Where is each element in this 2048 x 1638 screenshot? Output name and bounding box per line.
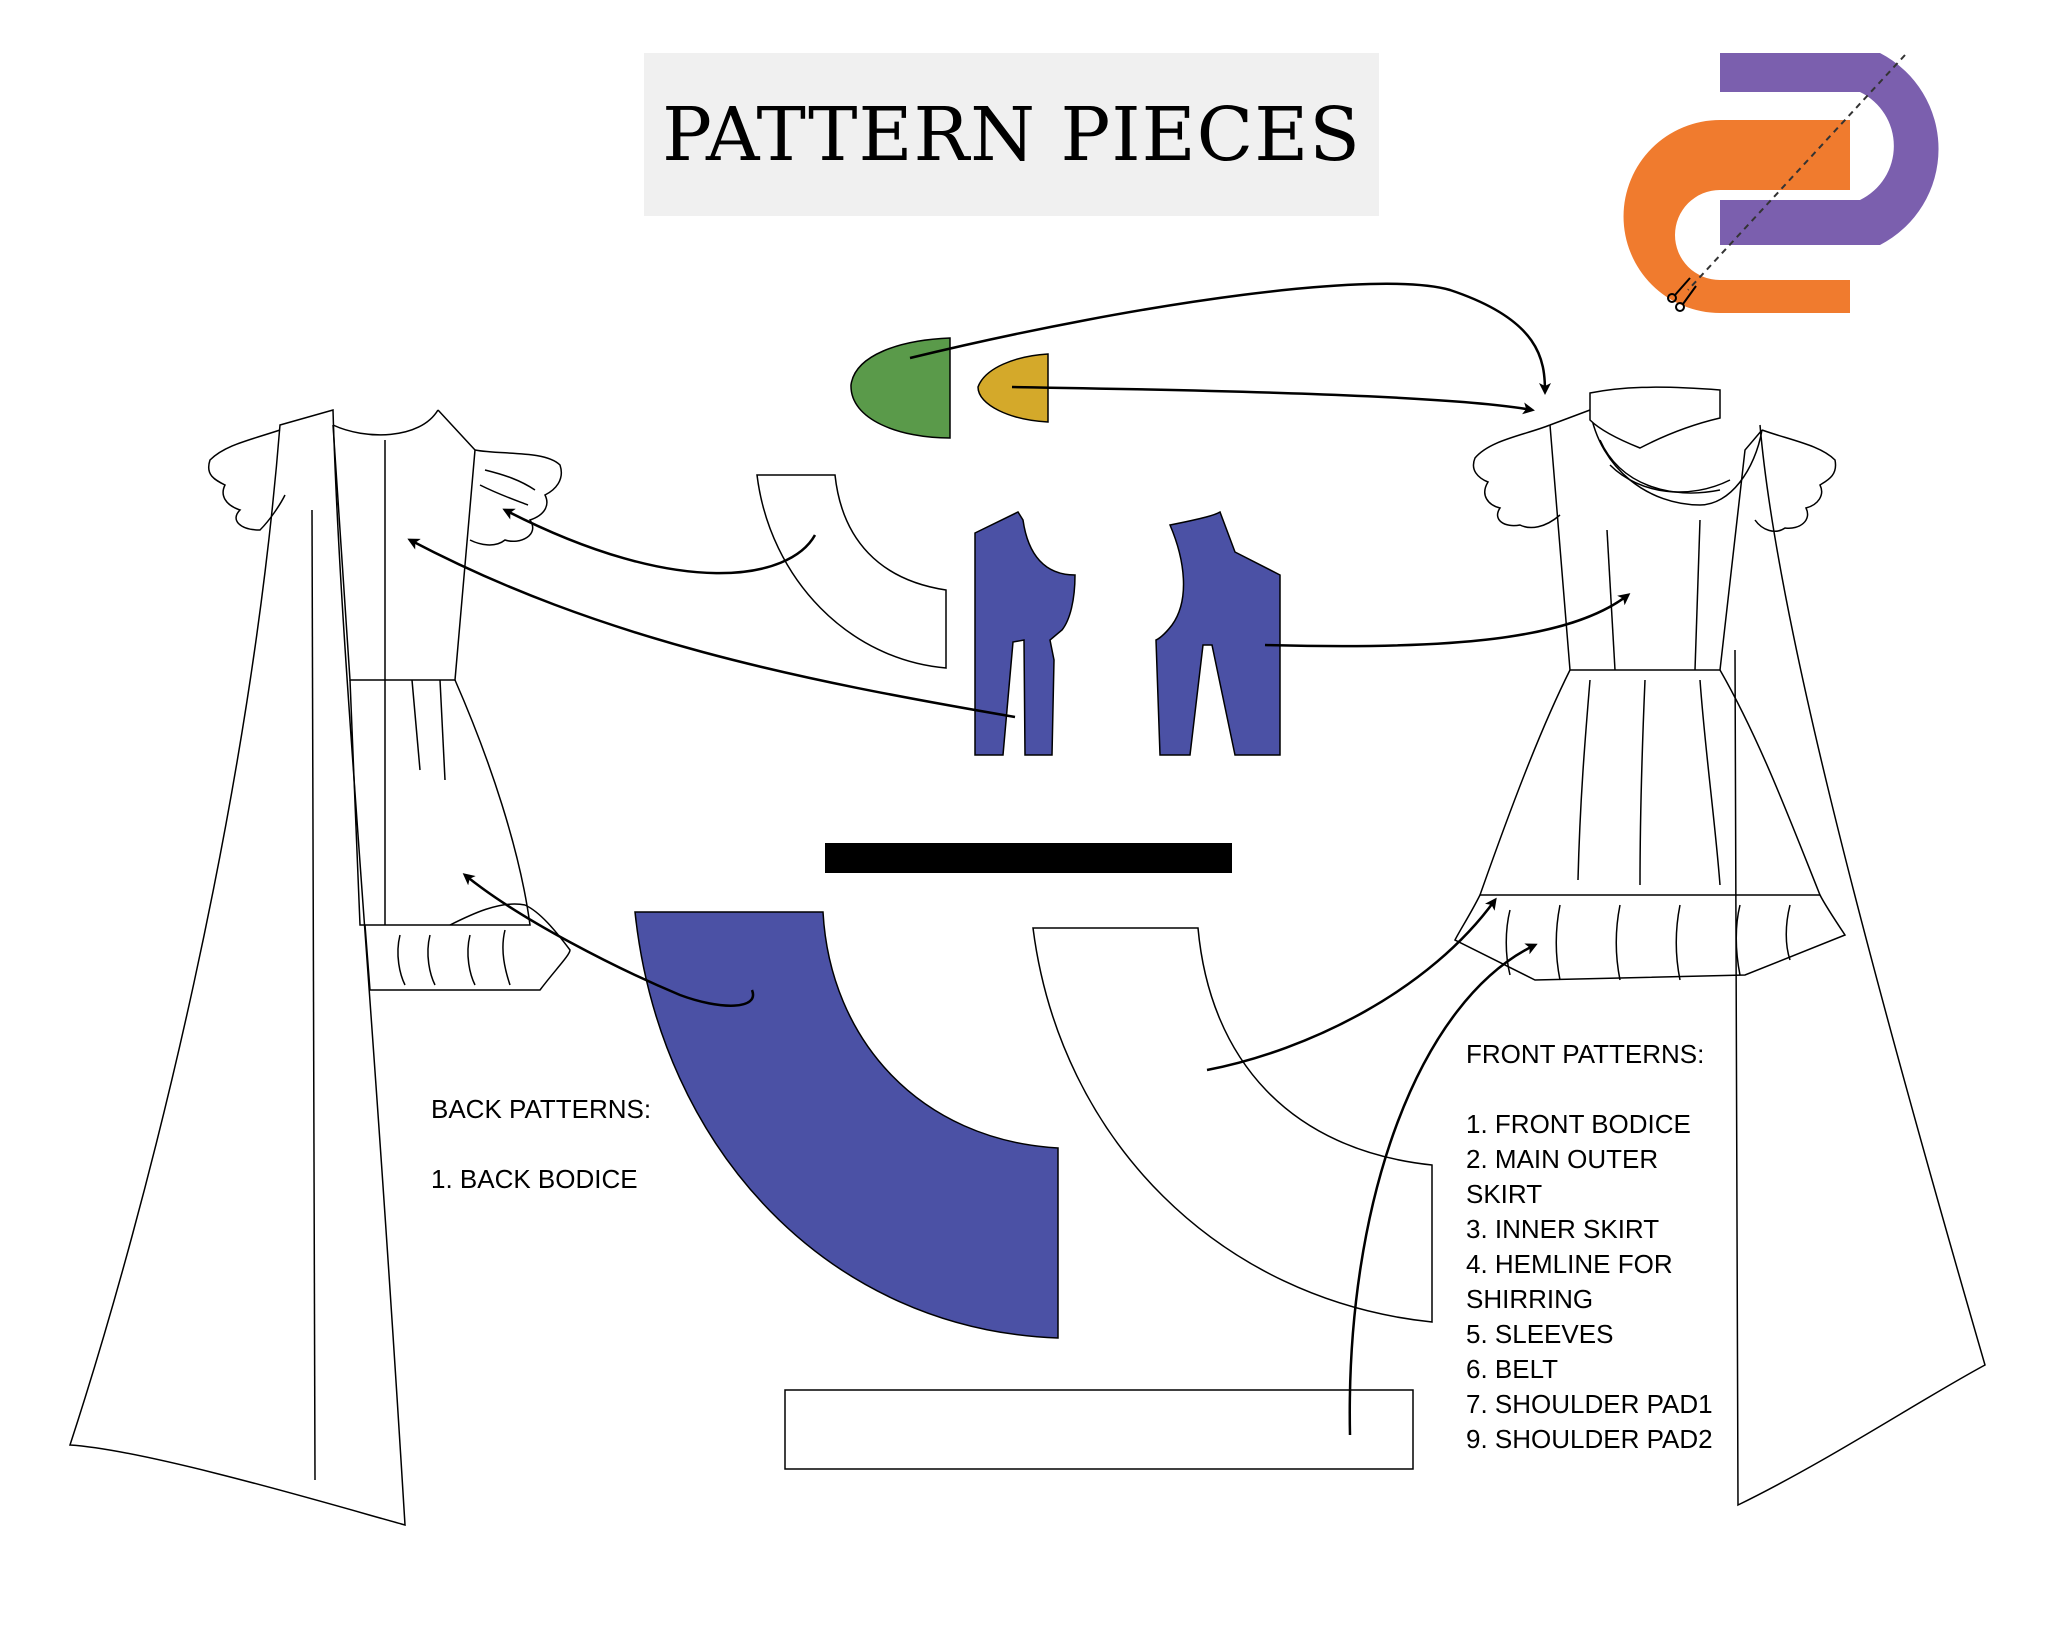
back-ruffle	[364, 903, 571, 991]
back-bodice-outline	[332, 409, 476, 681]
front-left-sleeve	[1472, 424, 1561, 529]
arrow-skirt-to-back-ruffle	[462, 873, 755, 1007]
page-title: PATTERN PIECES	[662, 91, 1361, 178]
arrow-sleeve-to-back	[502, 508, 817, 575]
front-patterns-legend: FRONT PATTERNS: 1. FRONT BODICE 2. MAIN …	[1466, 1037, 1713, 1457]
hemline-shirring-pattern	[784, 1389, 1414, 1470]
back-right-sleeve	[469, 449, 562, 546]
front-bodice-outline	[1549, 424, 1763, 671]
front-pattern-item: SHIRRING	[1466, 1284, 1594, 1314]
scissors-icon	[1667, 277, 1697, 312]
front-pattern-item: 9. SHOULDER PAD2	[1466, 1424, 1713, 1454]
sleeve-pattern	[756, 474, 947, 669]
front-pattern-item: 3. INNER SKIRT	[1466, 1214, 1660, 1244]
main-outer-skirt-pattern	[634, 911, 1059, 1339]
connector-arrows	[407, 282, 1631, 1436]
back-dress-illustration	[68, 409, 571, 1526]
arrow-yellow-pad-to-front	[1011, 385, 1535, 415]
back-patterns-legend: BACK PATTERNS: 1. BACK BODICE	[431, 1092, 651, 1197]
front-bodice-pattern	[1155, 510, 1281, 756]
front-ruffle	[1453, 894, 1847, 981]
logo-purple-shape	[1720, 53, 1939, 245]
front-pattern-item: SKIRT	[1466, 1179, 1543, 1209]
arrow-front-bodice-to-front	[1264, 593, 1631, 648]
front-cape	[1734, 424, 1986, 1507]
front-skirt-outline	[1478, 669, 1822, 896]
brand-logo	[1623, 53, 1939, 313]
title-box: PATTERN PIECES	[644, 53, 1379, 216]
back-cape	[68, 409, 406, 1526]
arrow-green-pad-to-front	[909, 282, 1551, 395]
front-dress-illustration	[1453, 386, 1986, 1507]
back-neckline	[332, 409, 439, 436]
shoulder-pad-green	[850, 337, 951, 439]
back-patterns-heading: BACK PATTERNS:	[431, 1094, 652, 1124]
arrow-back-bodice-to-back	[407, 538, 1016, 719]
front-pattern-item: 6. BELT	[1466, 1354, 1559, 1384]
belt-pattern	[825, 843, 1232, 873]
logo-cut-line	[1687, 54, 1906, 291]
back-left-sleeve	[208, 429, 286, 531]
logo-orange-shape	[1623, 120, 1850, 313]
front-pattern-item: 1. FRONT BODICE	[1466, 1109, 1691, 1139]
front-pattern-item: 7. SHOULDER PAD1	[1466, 1389, 1713, 1419]
arrow-hemline-to-front	[1348, 943, 1538, 1436]
inner-skirt-pattern	[1032, 927, 1433, 1323]
front-pattern-item: 2. MAIN OUTER	[1466, 1144, 1659, 1174]
front-right-sleeve	[1754, 429, 1837, 532]
front-pattern-item: 4. HEMLINE FOR	[1466, 1249, 1673, 1279]
front-patterns-heading: FRONT PATTERNS:	[1466, 1039, 1705, 1069]
back-pattern-item: 1. BACK BODICE	[431, 1164, 638, 1194]
front-pattern-item: 5. SLEEVES	[1466, 1319, 1614, 1349]
back-bodice-pattern	[974, 511, 1076, 756]
front-shoulder-pad-outline	[1589, 386, 1721, 449]
arrow-inner-skirt-to-front	[1206, 897, 1497, 1072]
